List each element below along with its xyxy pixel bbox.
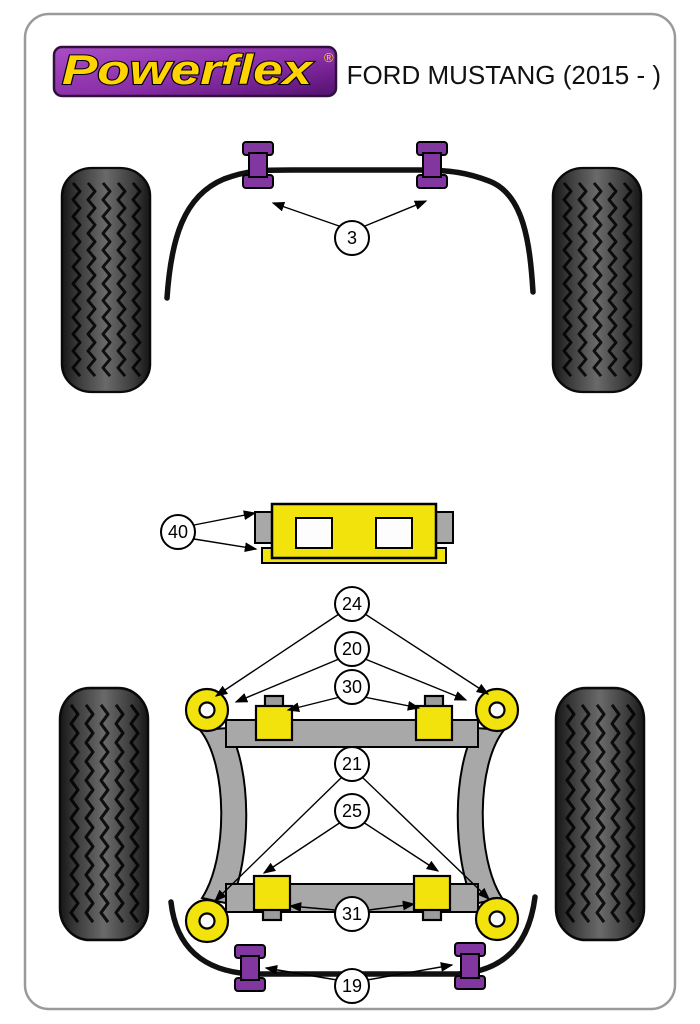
callout-19-arrow-left	[264, 965, 338, 981]
powerflex-logo-background	[52, 45, 338, 98]
callout-30-arrow-left	[286, 696, 341, 713]
callout-3: 3	[271, 200, 428, 256]
tire-rear-left	[60, 688, 148, 940]
callout-25-arrow-left	[262, 821, 342, 874]
callout-25-circle	[334, 793, 370, 829]
callout-30-circle	[334, 669, 370, 705]
mount-slot-right	[375, 517, 413, 549]
callout-21-arrow-left	[213, 776, 343, 902]
subframe-bush-bottom-left	[184, 898, 230, 944]
callout-40: 40	[160, 510, 258, 553]
subframe-bush-top-left	[184, 687, 230, 733]
callout-20: 20	[234, 631, 468, 703]
callout-19: 19	[264, 962, 454, 1004]
callout-19-circle	[334, 968, 370, 1004]
registered-mark: ®	[324, 50, 334, 65]
callout-3-arrow-right	[364, 200, 428, 227]
callout-25-arrow-right	[362, 821, 440, 872]
callout-20-arrow-right	[364, 658, 468, 701]
callout-25-label: 25	[342, 801, 362, 821]
callout-19-arrow-right	[366, 962, 454, 981]
powerflex-logo-text: Powerflex	[62, 46, 314, 93]
callout-3-label: 3	[347, 228, 357, 248]
callout-19-label: 19	[342, 976, 362, 996]
callout-30-label: 30	[342, 677, 362, 697]
subframe-bush-top-right	[474, 687, 520, 733]
mount-part	[254, 502, 454, 564]
callout-40-circle	[160, 514, 196, 550]
callout-40-arrow-top	[193, 510, 257, 526]
callout-25: 25	[262, 793, 440, 874]
callout-24-label: 24	[342, 594, 362, 614]
callout-30: 30	[286, 669, 421, 713]
powerflex-logo: Powerflex ®	[52, 45, 338, 98]
callout-20-label: 20	[342, 639, 362, 659]
callout-31-circle	[334, 896, 370, 932]
callout-24: 24	[214, 586, 490, 697]
callout-24-arrow-right	[364, 613, 490, 695]
tire-rear-right	[556, 688, 644, 940]
callout-3-arrow-left	[271, 202, 340, 227]
page-title: FORD MUSTANG (2015 - )	[347, 60, 661, 90]
callout-31-arrow-right	[368, 900, 416, 911]
callout-30-arrow-right	[363, 696, 421, 711]
callout-3-circle	[334, 220, 370, 256]
callout-21-label: 21	[342, 754, 362, 774]
callout-31-arrow-left	[288, 902, 336, 912]
callout-21: 21	[213, 746, 491, 902]
callout-31-label: 31	[342, 904, 362, 924]
subframe-bush-bottom-right	[474, 896, 520, 942]
mount-slot-left	[295, 517, 333, 549]
callout-21-circle	[334, 746, 370, 782]
callout-21-arrow-right	[361, 776, 491, 900]
callout-31: 31	[288, 896, 416, 932]
front-suspension-diagram	[62, 141, 641, 392]
callout-20-arrow-left	[234, 658, 340, 703]
callout-20-circle	[334, 631, 370, 667]
front-anti-roll-bar	[164, 167, 536, 301]
tire-front-right	[553, 168, 641, 392]
callout-24-arrow-left	[214, 613, 340, 697]
callout-24-circle	[334, 586, 370, 622]
tire-front-left	[62, 168, 150, 392]
callout-40-arrow-bottom	[193, 538, 258, 553]
callout-40-label: 40	[168, 522, 188, 542]
